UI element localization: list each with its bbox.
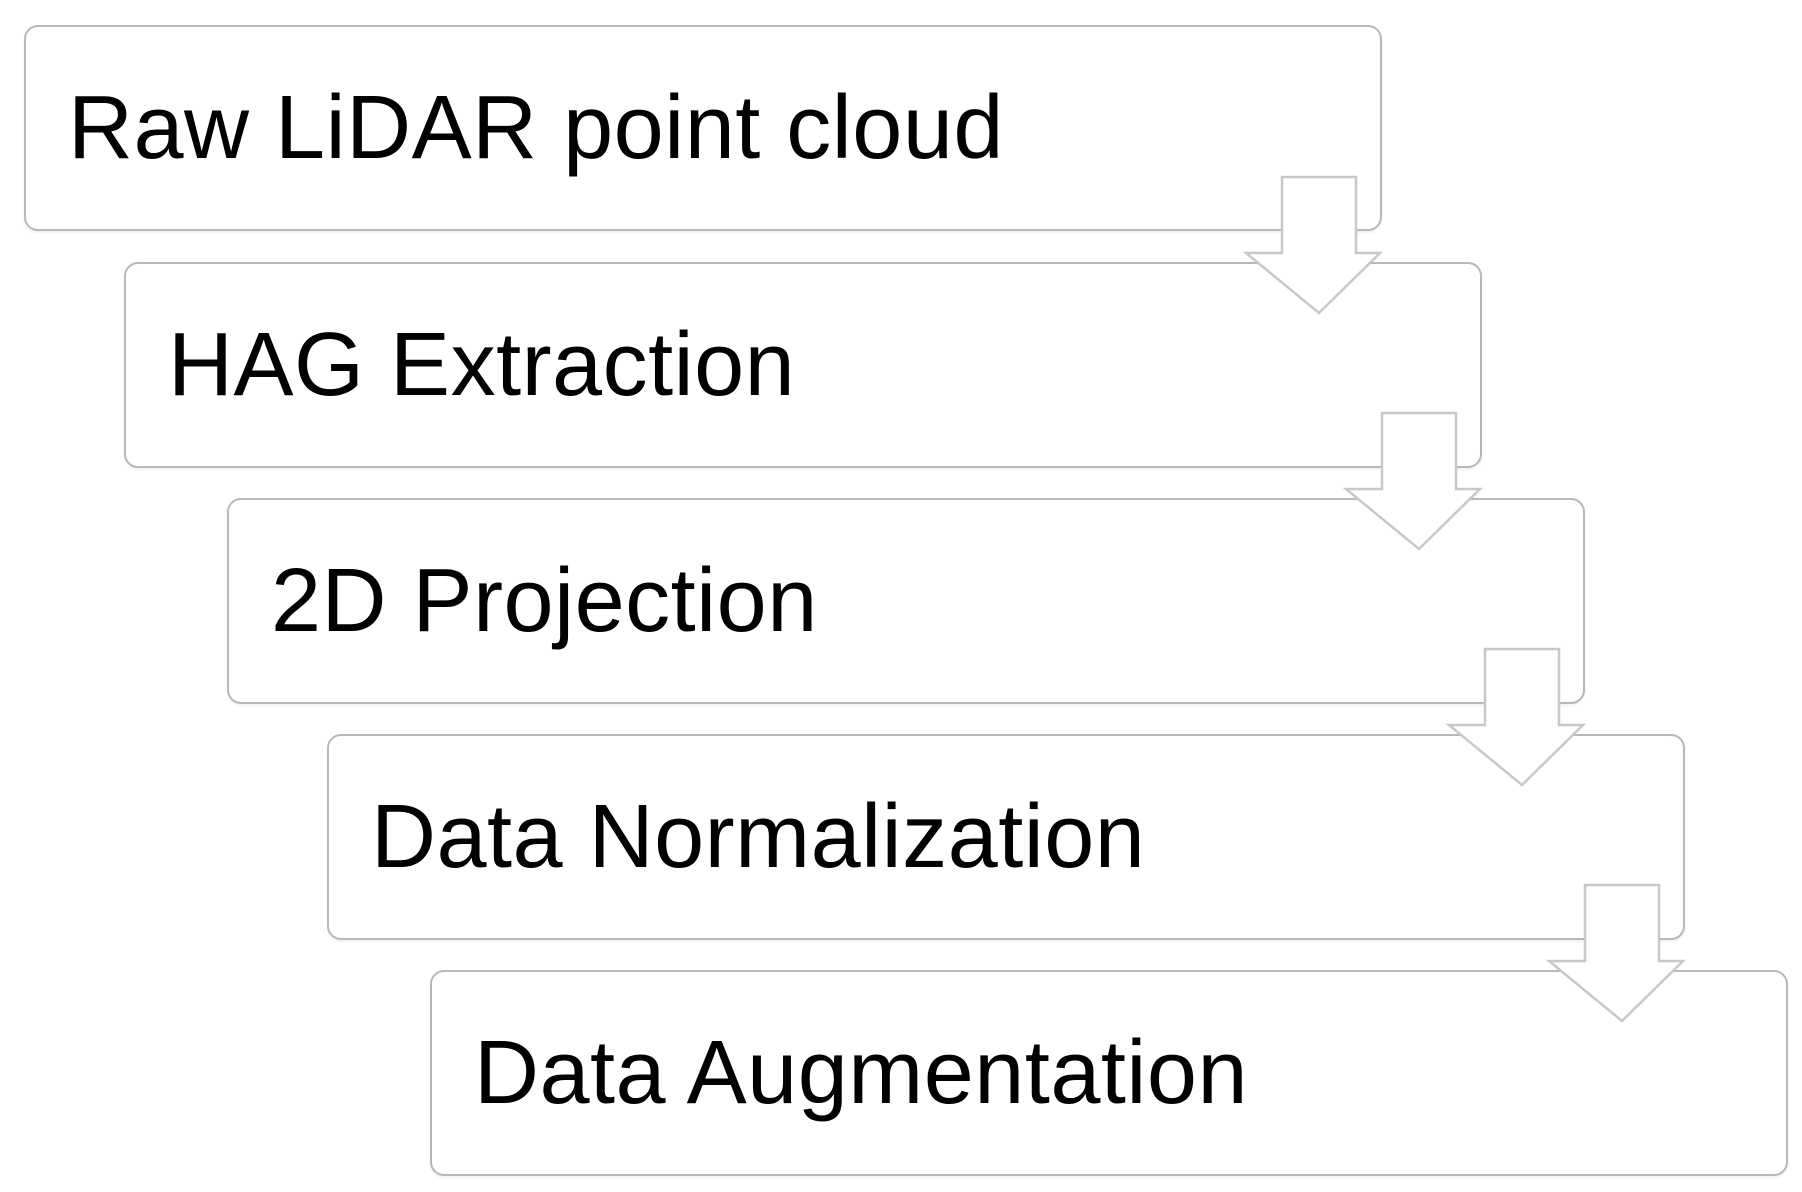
step-label: Raw LiDAR point cloud xyxy=(68,78,1004,178)
step-box-data-normalization: Data Normalization xyxy=(327,734,1685,940)
step-label: HAG Extraction xyxy=(168,315,796,415)
down-arrow-icon xyxy=(1342,411,1484,551)
step-box-2d-projection: 2D Projection xyxy=(227,498,1585,704)
down-arrow-icon xyxy=(1445,647,1587,787)
step-label: 2D Projection xyxy=(271,551,818,651)
down-arrow-icon xyxy=(1242,175,1384,315)
step-label: Data Augmentation xyxy=(474,1023,1249,1123)
step-box-raw-lidar: Raw LiDAR point cloud xyxy=(24,25,1382,231)
step-box-data-augmentation: Data Augmentation xyxy=(430,970,1788,1176)
step-box-hag-extraction: HAG Extraction xyxy=(124,262,1482,468)
down-arrow-icon xyxy=(1545,883,1687,1023)
step-label: Data Normalization xyxy=(371,787,1146,887)
